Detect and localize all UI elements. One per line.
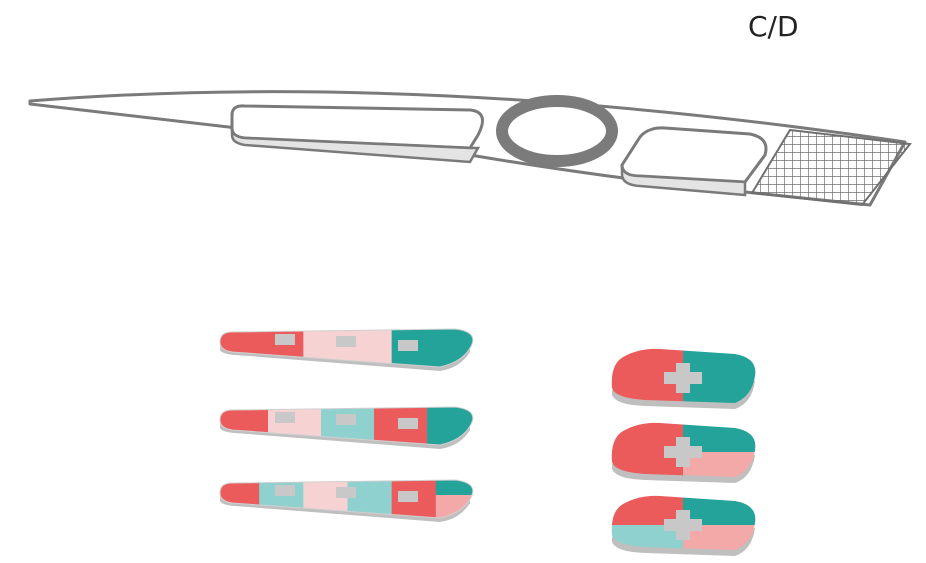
piece-outline <box>219 479 474 519</box>
square-slot <box>620 126 768 197</box>
ring <box>496 95 618 167</box>
piece-outline <box>219 328 474 368</box>
grid-patch <box>750 128 912 207</box>
piece-outline <box>219 406 474 446</box>
elongated-piece <box>219 479 474 522</box>
housing <box>28 90 912 207</box>
pad-marker <box>336 336 356 347</box>
elongated-slot <box>230 104 484 164</box>
pad-marker <box>398 491 418 502</box>
pad-marker <box>398 340 418 351</box>
piece-segment <box>220 329 305 367</box>
cross-pad <box>664 437 702 467</box>
pad-marker <box>398 418 418 429</box>
pad-marker <box>336 414 356 425</box>
square-piece <box>611 348 756 409</box>
piece-segment <box>259 480 305 518</box>
square-pieces <box>611 348 756 556</box>
cross-pad <box>664 363 702 393</box>
elongated-piece <box>219 406 474 449</box>
diagram-label: C/D <box>748 10 799 43</box>
square-piece <box>611 422 756 483</box>
pad-marker <box>275 334 295 345</box>
pad-marker <box>275 485 295 496</box>
piece-segment <box>268 407 322 445</box>
elongated-pieces <box>219 328 474 522</box>
cross-pad <box>664 510 702 540</box>
pad-marker <box>336 487 356 498</box>
elongated-piece <box>219 328 474 371</box>
square-piece <box>611 495 756 556</box>
piece-segment <box>435 480 473 495</box>
pad-marker <box>275 412 295 423</box>
